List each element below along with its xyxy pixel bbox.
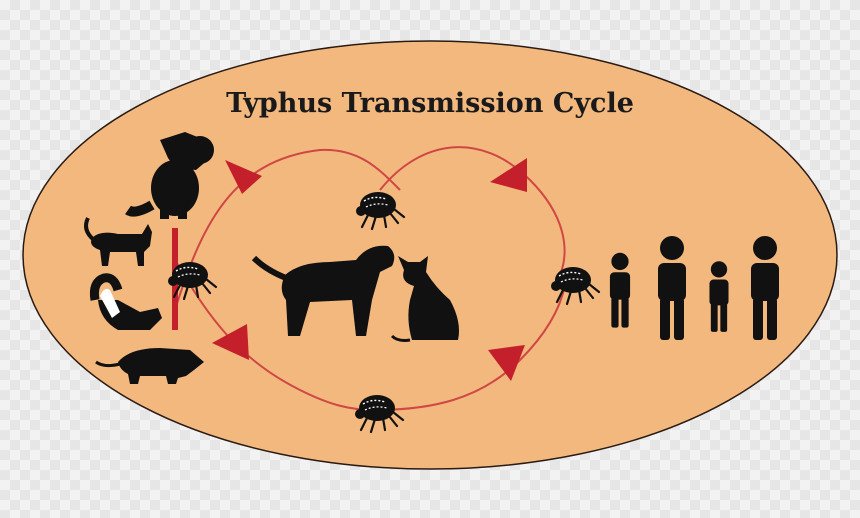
arrowhead-bottom-right [488, 345, 525, 381]
arrowhead-top-right [490, 158, 527, 192]
arrowhead-bottom-left [212, 324, 249, 360]
cat-icon [390, 256, 459, 342]
diagram-title: Typhus Transmission Cycle [226, 88, 634, 119]
path-top-left [174, 148, 401, 311]
path-bottom-left [174, 259, 376, 411]
raccoon-icon [125, 132, 214, 219]
skunk-icon [89, 273, 162, 330]
cat-icon [84, 217, 152, 266]
arrowhead-top-left [225, 160, 262, 194]
dog-icon [251, 245, 395, 336]
background-oval [22, 40, 838, 470]
opossum-icon [95, 348, 204, 384]
